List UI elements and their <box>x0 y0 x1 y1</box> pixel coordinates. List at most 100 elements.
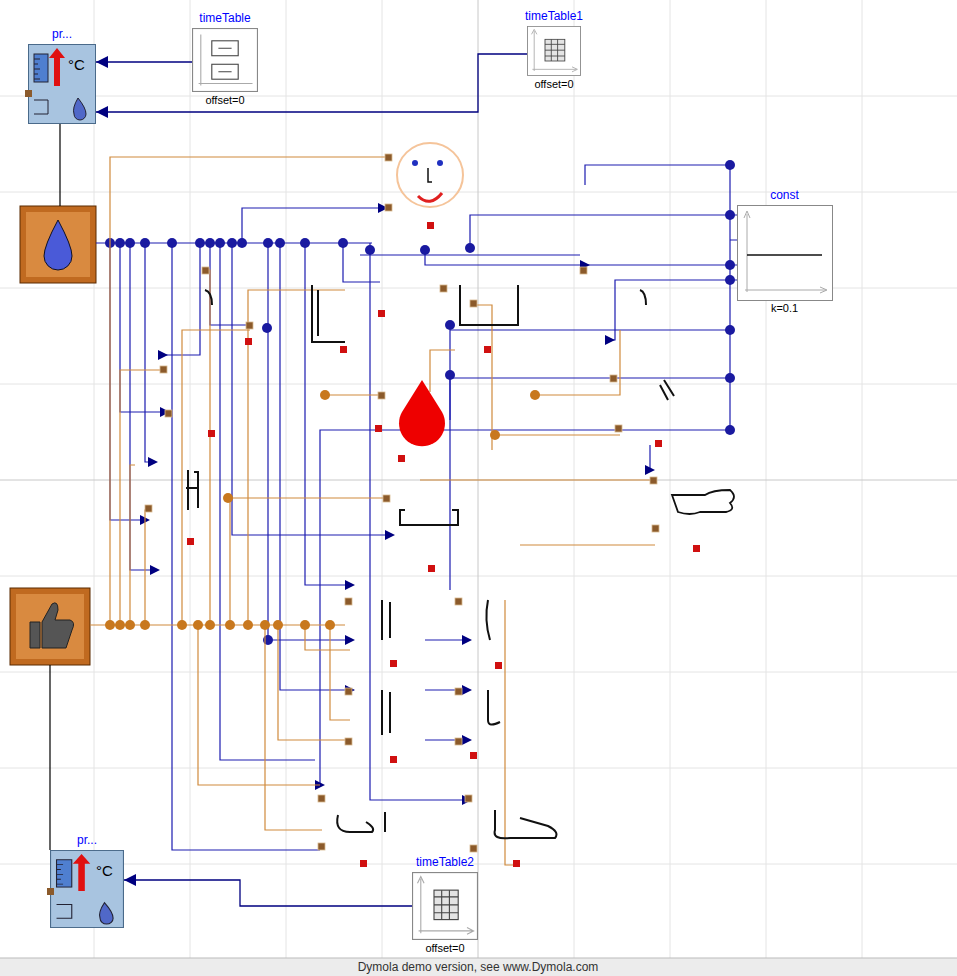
drawing-path <box>337 812 385 832</box>
drawing-rect <box>345 598 352 605</box>
drawing-circle <box>725 325 735 335</box>
drawing-path <box>345 635 355 645</box>
constant-block: constk=0.1 <box>737 205 832 300</box>
drawing-circle <box>125 238 135 248</box>
drawing-circle <box>140 620 150 630</box>
drawing-path <box>205 290 646 305</box>
drawing-path <box>30 603 74 648</box>
drawing-path <box>460 285 518 325</box>
drawing-path <box>158 350 168 360</box>
drawing-path <box>462 635 472 645</box>
time-table: timeTable2offset=0 <box>412 872 478 940</box>
drawing-rect <box>145 505 152 512</box>
drawing-rect <box>378 392 385 399</box>
table-icon <box>193 29 258 92</box>
drawing-circle <box>115 238 125 248</box>
drawing-rect <box>455 598 462 605</box>
drawing-circle <box>237 238 247 248</box>
port <box>47 888 54 895</box>
drawing-rect <box>10 588 90 665</box>
drawing-rect <box>26 212 90 277</box>
table-icon <box>413 873 478 940</box>
block-name: pr... <box>52 28 72 42</box>
drawing-path <box>370 243 462 800</box>
drop-source-icon <box>20 206 96 283</box>
drawing-rect <box>650 477 657 484</box>
mouth <box>418 193 442 201</box>
sensor-icon <box>51 850 124 927</box>
drawing-path <box>110 157 388 625</box>
blue-wires <box>96 165 737 850</box>
heat-junctions <box>105 390 540 630</box>
drawing-path <box>462 685 472 695</box>
drawing-path <box>248 290 345 625</box>
temperature-sensor: pr...°C <box>28 44 96 124</box>
drawing-circle <box>205 238 215 248</box>
drawing-path <box>400 510 458 525</box>
drawing-path <box>120 243 160 412</box>
drawing-rect <box>202 267 209 274</box>
drawing-path <box>747 254 822 256</box>
drawing-path <box>382 690 500 735</box>
drawing-circle <box>243 620 253 630</box>
drawing-circle <box>125 620 135 630</box>
heart-drop <box>399 380 445 446</box>
block-parameter: k=0.1 <box>771 302 798 315</box>
heat-source-icon <box>10 588 90 665</box>
drawing-path <box>730 215 737 280</box>
drawing-rect <box>245 338 252 345</box>
drawing-rect <box>610 375 617 382</box>
drawing-circle <box>490 430 500 440</box>
drawing-path <box>385 530 395 540</box>
constant-icon <box>738 206 833 301</box>
port <box>25 90 32 97</box>
drawing-circle <box>445 320 455 330</box>
drawing-ellipse <box>397 143 463 207</box>
drawing-rect <box>580 267 587 274</box>
drawing-rect <box>455 688 462 695</box>
block-parameter: °C <box>68 56 85 73</box>
drawing-rect <box>470 300 477 307</box>
heat-ports <box>187 222 700 867</box>
drawing-path <box>242 208 388 243</box>
drawing-circle <box>725 160 735 170</box>
drawing-rect <box>455 738 462 745</box>
drawing-circle <box>530 390 540 400</box>
drawing-path <box>430 350 455 392</box>
drawing-circle <box>193 620 203 630</box>
drawing-rect <box>385 154 392 161</box>
drawing-rect <box>375 425 382 432</box>
drawing-rect <box>20 206 96 283</box>
temperature-sensor: pr...°C <box>50 850 124 928</box>
drawing-circle <box>725 425 735 435</box>
drawing-circle <box>275 238 285 248</box>
block-parameter: offset=0 <box>425 942 464 955</box>
drawing-circle <box>320 390 330 400</box>
drawing-path <box>360 254 580 255</box>
drawing-circle <box>725 260 735 270</box>
drawing-rect <box>440 285 447 292</box>
block-name: const <box>770 189 799 203</box>
drawing-circle <box>300 620 310 630</box>
drawing-rect <box>345 688 352 695</box>
signal-connector <box>96 54 527 112</box>
drawing-rect <box>495 662 502 669</box>
drawing-path <box>495 434 620 435</box>
ports <box>145 154 659 852</box>
drawing-path <box>110 243 140 520</box>
drawing-rect <box>318 843 325 850</box>
drawing-path <box>320 430 730 785</box>
drawing-rect <box>465 795 472 802</box>
drawing-circle <box>365 245 375 255</box>
drawing-rect <box>246 322 253 329</box>
drawing-path <box>305 243 345 585</box>
time-table: timeTableoffset=0 <box>192 28 258 92</box>
drawing-rect <box>378 310 385 317</box>
drawing-circle <box>195 238 205 248</box>
drawing-circle <box>227 238 237 248</box>
drawing-circle <box>465 243 475 253</box>
drawing-path <box>150 565 160 575</box>
